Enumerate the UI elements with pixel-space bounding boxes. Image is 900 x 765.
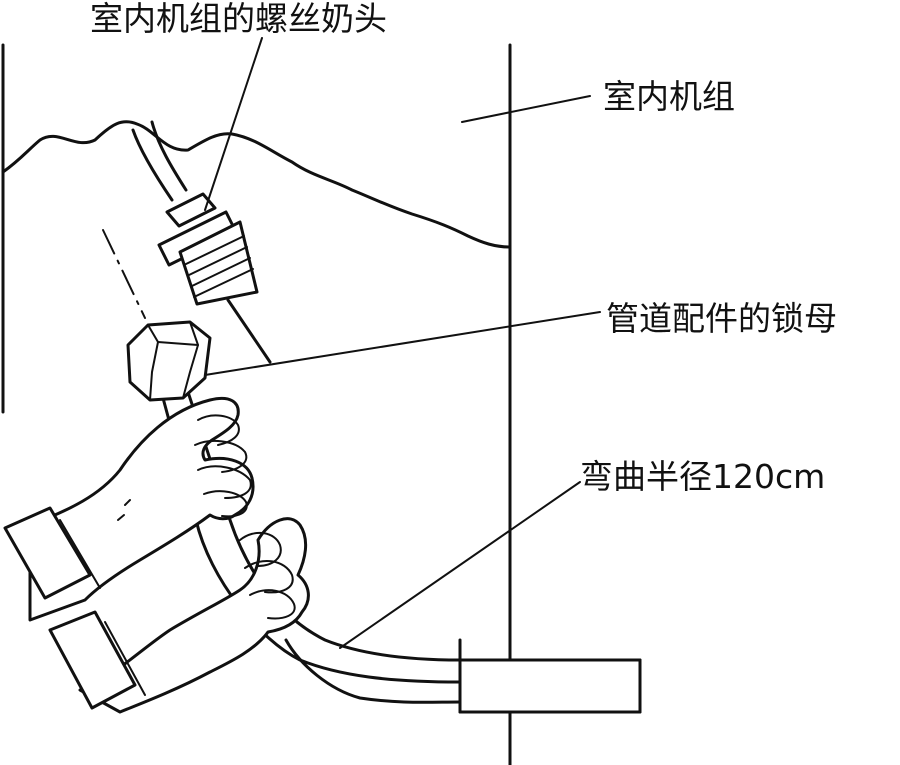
centerline bbox=[102, 229, 146, 319]
upper-hand bbox=[3, 396, 255, 622]
leader-lines bbox=[204, 37, 601, 649]
inner-pipe bbox=[131, 120, 188, 202]
threaded-nipple bbox=[157, 192, 259, 306]
lock-nut bbox=[126, 320, 212, 402]
lower-hand bbox=[48, 517, 310, 714]
wall-sleeve bbox=[458, 658, 642, 714]
label-nipple: 室内机组的螺丝奶头 bbox=[90, 0, 387, 38]
unit-outline bbox=[1, 43, 512, 765]
cutaway-edge bbox=[1, 120, 512, 249]
label-indoor-unit: 室内机组 bbox=[603, 77, 735, 116]
nipple-stem bbox=[226, 298, 272, 364]
label-bend-radius: 弯曲半径120cm bbox=[580, 457, 825, 496]
label-lock-nut: 管道配件的锁母 bbox=[606, 299, 837, 338]
